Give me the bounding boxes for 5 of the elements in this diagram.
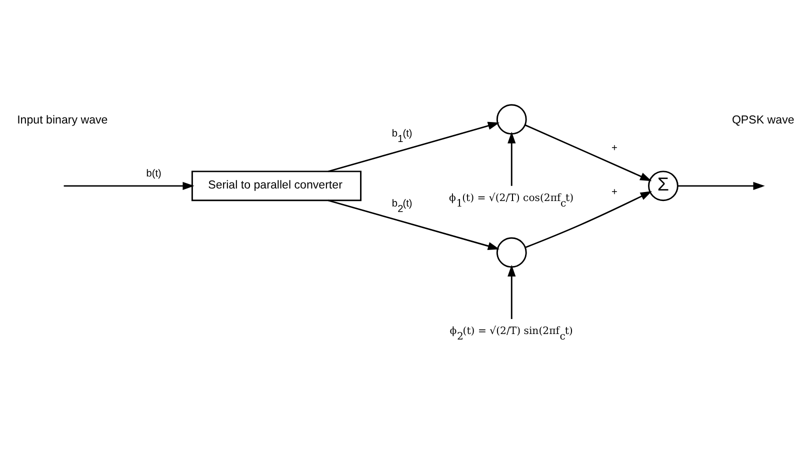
edge-label: b(t) bbox=[146, 168, 162, 180]
edge-label: + bbox=[611, 187, 618, 198]
edge-label: + bbox=[611, 142, 618, 154]
label: QPSK wave bbox=[732, 114, 794, 127]
label: Input binary wave bbox=[17, 114, 108, 127]
